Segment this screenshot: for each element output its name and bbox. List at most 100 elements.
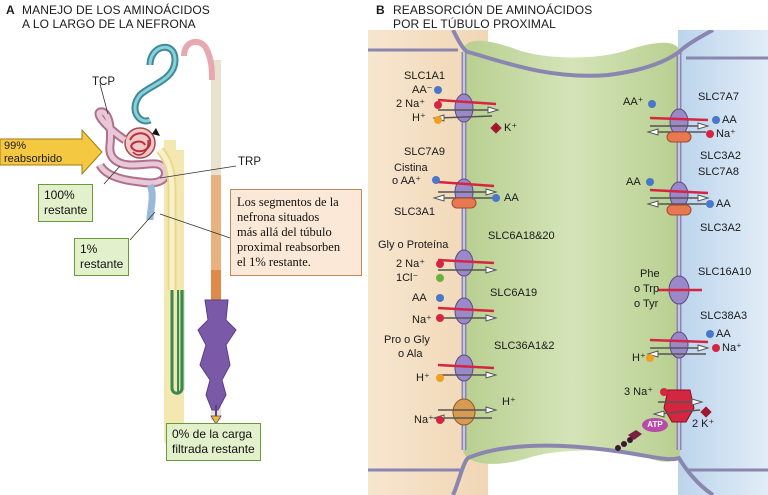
dot-aa-4 <box>436 294 444 302</box>
substrate-gly-proteina: Gly o Proteína <box>378 239 449 251</box>
panel-b-title-line1: REABSORCIÓN DE AMINOÁCIDOS <box>393 3 593 17</box>
substrate-phe: Phe <box>640 268 660 280</box>
product-na-slc38a3: Na⁺ <box>722 342 742 354</box>
substrate-na-slc6a19: Na⁺ <box>412 314 432 326</box>
product-na-slc7a7: Na⁺ <box>716 128 736 140</box>
note-line-2: nefrona situados <box>237 210 320 224</box>
substrate-aa-plus: o AA⁺ <box>392 175 422 187</box>
label-slc3a2-b: SLC3A2 <box>700 222 741 234</box>
substrate-aa-slc6a19: AA <box>412 292 427 304</box>
reabsorbed-pct: 99% <box>4 140 27 152</box>
dot-h-2 <box>436 374 444 382</box>
na-k-atpase <box>615 389 704 451</box>
dot-na-6 <box>712 344 720 352</box>
substrate-aa-plus-slc7a7: AA⁺ <box>623 96 644 108</box>
label-slc6a19: SLC6A19 <box>490 287 538 299</box>
box-100-line2: restante <box>44 203 88 217</box>
dot-cl <box>436 274 444 282</box>
panel-b-title-line2: POR EL TÚBULO PROXIMAL <box>393 17 556 31</box>
dot-aa-8 <box>706 200 714 208</box>
panel-a-title-line1: MANEJO DE LOS AMINOÁCIDOS <box>22 3 210 17</box>
transporter-slc1a1 <box>432 93 500 123</box>
label-slc7a8: SLC7A8 <box>698 166 739 178</box>
label-slc36a1-2: SLC36A1&2 <box>494 340 555 352</box>
panel-a-title-line2: A LO LARGO DE LA NEFRONA <box>22 17 196 31</box>
box-0-line2: filtrada restante <box>172 442 255 456</box>
substrate-h-slc36: H⁺ <box>416 372 430 384</box>
box-0-restante: 0% de la carga filtrada restante <box>166 423 261 461</box>
note-line-5: el 1% restante. <box>237 255 311 269</box>
label-slc3a1: SLC3A1 <box>394 206 435 218</box>
dot-na-1 <box>434 101 442 109</box>
dot-na-4 <box>436 416 444 424</box>
substrate-tyr: o Tyr <box>634 298 659 310</box>
box-1-restante: 1% restante <box>74 238 130 276</box>
label-slc6a18-20: SLC6A18&20 <box>488 230 555 242</box>
box-1-line1: 1% <box>80 242 98 256</box>
substrate-pro-gly: Pro o Gly <box>384 334 430 346</box>
note-line-1: Los segmentos de la <box>237 195 339 209</box>
substrate-aa-minus: AA⁻ <box>412 84 433 96</box>
substrate-h: H⁺ <box>412 112 426 124</box>
transporter-slc6a19 <box>437 297 498 325</box>
transporter-slc36a1-2 <box>437 354 498 382</box>
label-slc16a10: SLC16A10 <box>698 266 752 278</box>
reabsorbed-label: reabsorbido <box>4 153 63 165</box>
label-slc3a2-a: SLC3A2 <box>700 150 741 162</box>
note-line-4: proximal reabsorben <box>237 240 341 254</box>
atp-icon: ATP <box>642 418 668 432</box>
box-100-restante: 100% restante <box>38 184 94 222</box>
dot-na-2 <box>436 260 444 268</box>
product-h-nhe: H⁺ <box>502 396 516 408</box>
dot-aa-1 <box>434 86 442 94</box>
transporter-nhe <box>432 398 498 426</box>
substrate-ala: o Ala <box>398 348 423 360</box>
label-tcp: TCP <box>92 76 115 88</box>
box-0-line1: 0% de la carga <box>172 427 253 441</box>
substrate-cistina: Cistina <box>394 162 428 174</box>
label-slc38a3: SLC38A3 <box>700 310 748 322</box>
substrate-trp: o Trp <box>634 283 660 295</box>
transporter-slc7a7 <box>646 108 710 143</box>
product-2k: 2 K⁺ <box>692 418 715 430</box>
product-aa-slc38a3: AA <box>716 328 731 340</box>
dot-h-1 <box>434 116 442 124</box>
dot-na-7 <box>660 388 668 396</box>
product-k: K⁺ <box>504 122 518 134</box>
note-line-3: más allá del túbulo <box>237 225 332 239</box>
dot-h-3 <box>646 354 654 362</box>
transporter-slc38a3 <box>646 331 710 359</box>
label-trp: TRP <box>238 156 261 168</box>
transporter-slc6a18-20 <box>437 249 498 277</box>
note-box: Los segmentos de la nefrona situados más… <box>230 189 362 276</box>
label-slc7a9: SLC7A9 <box>404 146 445 158</box>
transporter-slc7a9 <box>432 178 498 209</box>
substrate-2na-b: 2 Na⁺ <box>396 258 426 270</box>
proximal-tubule-cell <box>368 30 768 495</box>
label-slc1a1: SLC1A1 <box>404 70 445 82</box>
transporter-slc7a8 <box>646 181 710 216</box>
dot-aa-5 <box>648 100 656 108</box>
product-aa-slc7a7: AA <box>722 114 737 126</box>
substrate-aa-slc7a8: AA <box>626 176 641 188</box>
substrate-h-slc38a3: H⁺ <box>632 352 646 364</box>
product-aa-slc7a9: AA <box>504 192 519 204</box>
dot-aa-9 <box>706 330 714 338</box>
dot-aa-2 <box>432 176 440 184</box>
dot-aa-6 <box>712 116 720 124</box>
dot-aa-7 <box>646 178 654 186</box>
panel-b-letter: B <box>376 3 385 17</box>
substrate-2na: 2 Na⁺ <box>396 98 426 110</box>
substrate-na-nhe: Na⁺ <box>414 414 434 426</box>
dot-na-5 <box>706 130 714 138</box>
transporter-slc16a10 <box>658 275 702 305</box>
substrate-cl: 1Cl⁻ <box>396 272 419 284</box>
label-slc7a7: SLC7A7 <box>698 91 739 103</box>
atp-label: ATP <box>647 420 663 429</box>
dot-na-3 <box>436 314 444 322</box>
box-100-line1: 100% <box>44 188 75 202</box>
product-aa-slc7a8: AA <box>716 198 731 210</box>
dot-aa-3 <box>492 194 500 202</box>
box-1-line2: restante <box>80 257 124 271</box>
panel-a-letter: A <box>6 3 15 17</box>
